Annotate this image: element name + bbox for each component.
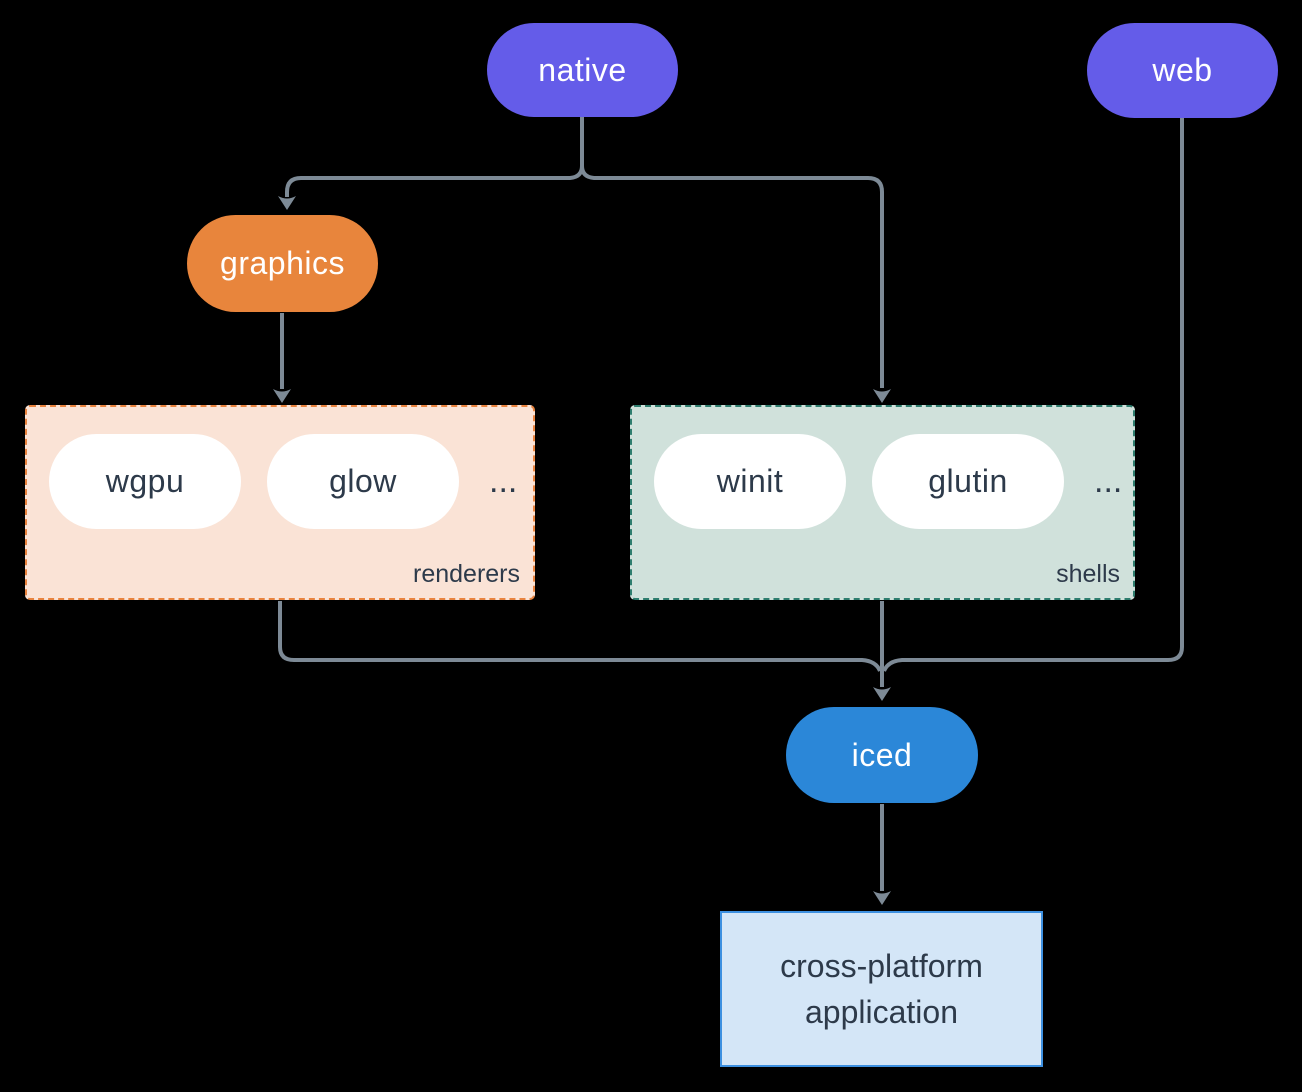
edge-native-graphics [285, 117, 584, 197]
arrowhead-app [873, 891, 891, 905]
node-cross-platform-application: cross-platform application [720, 911, 1043, 1067]
arrowhead-renderers [273, 389, 291, 403]
node-glutin: glutin [872, 434, 1064, 529]
node-web: web [1087, 23, 1278, 118]
node-native: native [487, 23, 678, 117]
arrowhead-shells [873, 389, 891, 403]
node-glow: glow [267, 434, 459, 529]
edge-native-shells [580, 117, 884, 388]
app-box-label: cross-platform application [780, 947, 983, 1030]
node-winit: winit [654, 434, 846, 529]
shells-items: winit glutin ... [632, 407, 1133, 529]
node-iced: iced [786, 707, 978, 803]
edge-web-iced [882, 118, 1184, 672]
shells-ellipsis: ... [1094, 462, 1123, 500]
group-shells: winit glutin ... shells [630, 405, 1135, 600]
renderers-ellipsis: ... [489, 462, 518, 500]
node-graphics: graphics [187, 215, 378, 312]
edge-renderers-iced [278, 601, 882, 672]
arrowhead-graphics [278, 196, 296, 210]
shells-group-label: shells [1056, 560, 1120, 588]
renderers-items: wgpu glow ... [27, 407, 533, 529]
renderers-group-label: renderers [413, 560, 520, 588]
node-wgpu: wgpu [49, 434, 241, 529]
arrowhead-iced [873, 687, 891, 701]
group-renderers: wgpu glow ... renderers [25, 405, 535, 600]
